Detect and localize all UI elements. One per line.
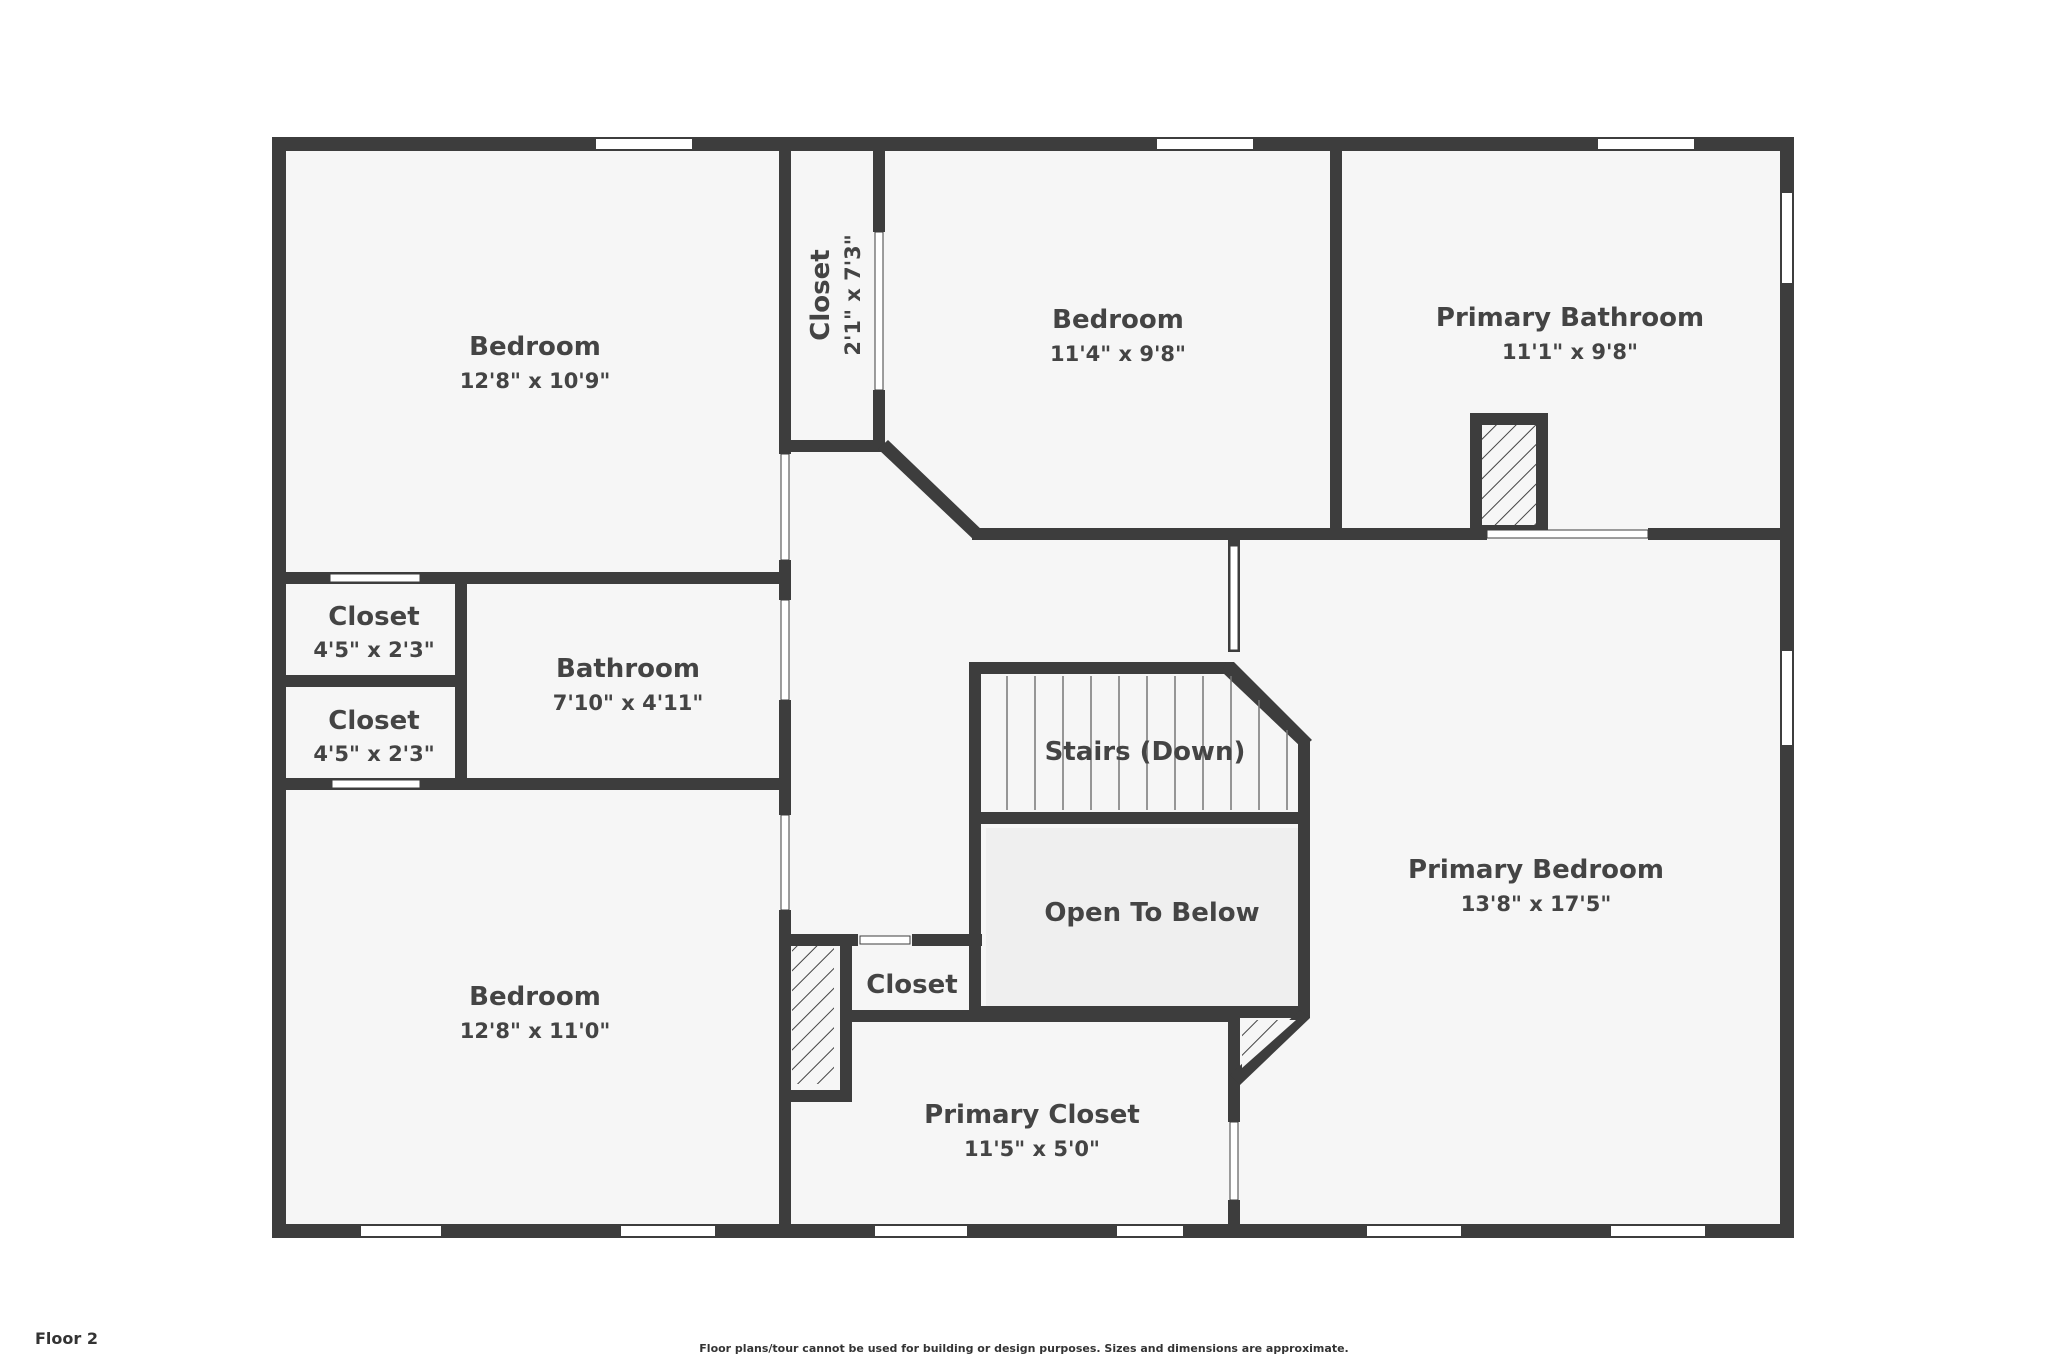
primary-closet-name: Primary Closet [924,1100,1140,1130]
stairs-label: Stairs (Down) [1045,737,1246,767]
bedroom-sw-name: Bedroom [469,982,601,1012]
open-to-below-area [986,828,1308,1018]
bedroom-nw-name: Bedroom [469,332,601,362]
windows [359,137,1794,1238]
corner-hatch [1242,1020,1296,1068]
disclaimer-text: Floor plans/tour cannot be used for buil… [699,1342,1349,1355]
bedroom-n-name: Bedroom [1052,305,1184,335]
primary-bedroom-dims: 13'8" x 17'5" [1461,892,1612,916]
floor-label: Floor 2 [35,1329,98,1348]
primary-closet-dims: 11'5" x 5'0" [964,1137,1100,1161]
primary-bathroom-dims: 11'1" x 9'8" [1502,340,1638,364]
bathroom-name: Bathroom [556,654,700,684]
primary-bedroom-name: Primary Bedroom [1408,855,1664,885]
closet-tall-name: Closet [806,249,836,340]
bathroom-dims: 7'10" x 4'11" [553,691,704,715]
closet-small-name: Closet [866,970,957,1000]
stair-treads [1006,676,1288,810]
closet-tall-dims: 2'1" x 7'3" [841,234,865,355]
open-to-below-label: Open To Below [1044,898,1259,928]
closet-b-dims: 4'5" x 2'3" [313,742,434,766]
chimney-hatch [1482,425,1536,525]
bedroom-nw-dims: 12'8" x 10'9" [460,369,611,393]
bedroom-n-dims: 11'4" x 9'8" [1050,342,1186,366]
bedroom-sw-dims: 12'8" x 11'0" [460,1019,611,1043]
primary-bathroom-name: Primary Bathroom [1436,303,1704,333]
chase-hatch [792,946,834,1084]
floor-area [276,144,1786,1232]
closet-a-name: Closet [328,602,419,632]
closet-a-dims: 4'5" x 2'3" [313,638,434,662]
door-openings [329,231,1649,1201]
closet-b-name: Closet [328,706,419,736]
